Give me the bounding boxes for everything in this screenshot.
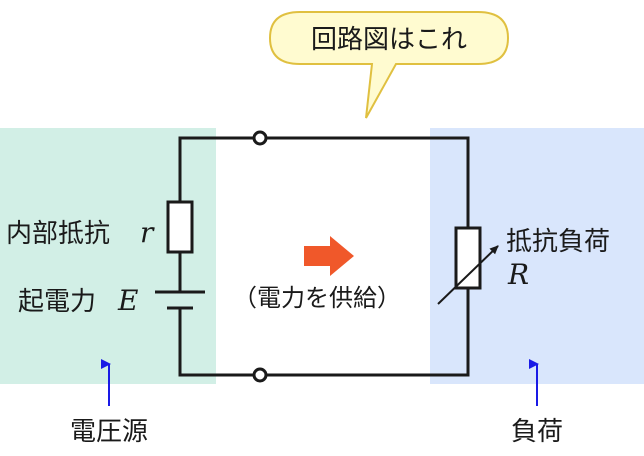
top-terminal [252,130,268,146]
load-resistor [454,226,482,290]
bottom-terminal [252,367,268,383]
callout-bubble: 回路図はこれ [268,11,510,119]
internal-resistance-symbol: r [140,216,155,249]
voltage-source-region [0,128,216,384]
circuit-wires [178,136,470,377]
power-flow-arrow-icon [304,236,354,276]
variable-arrow [437,245,499,305]
emf-symbol: E [117,284,138,317]
load-resistor-symbol: R [507,258,529,291]
voltage-source-label: 電圧源 [70,417,148,447]
internal-resistance-label: 内部抵抗 [6,219,110,249]
emf-label: 起電力 [18,287,96,317]
load-resistor-label: 抵抗負荷 [506,227,610,257]
callout-text: 回路図はこれ [311,25,467,55]
power-flow-label: （電力を供給） [233,284,401,312]
battery-symbol [155,290,205,310]
load-label: 負荷 [511,417,563,447]
internal-resistor [166,200,194,254]
